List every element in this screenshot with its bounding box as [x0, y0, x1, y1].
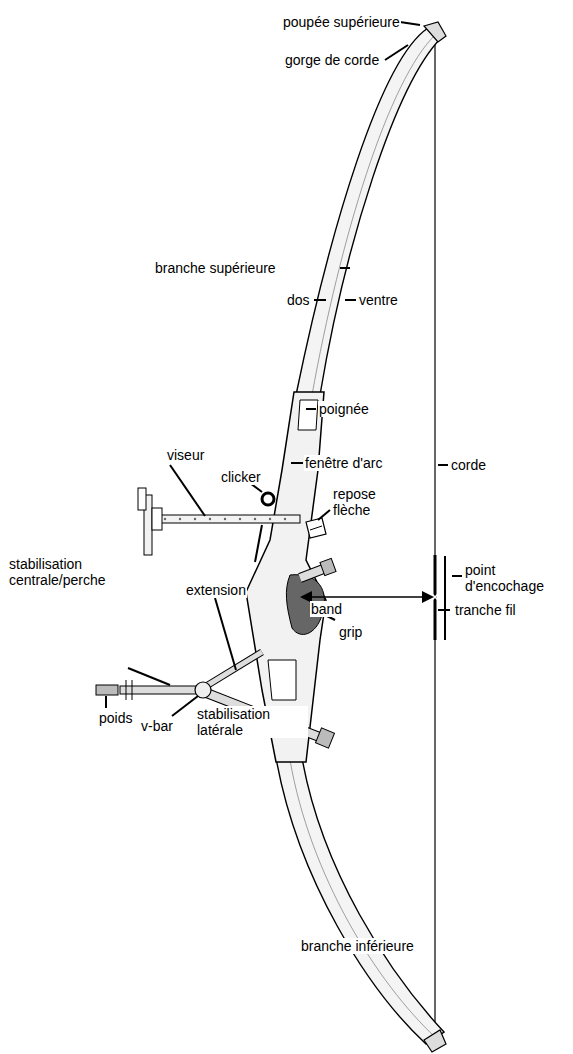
lower-tip — [424, 1030, 446, 1052]
part-label: poignée — [318, 401, 370, 417]
part-label: tranche fil — [454, 602, 517, 618]
part-label: ventre — [358, 292, 399, 308]
arrow-rest — [306, 518, 326, 538]
part-label: viseur — [166, 447, 205, 463]
part-label: clicker — [220, 469, 262, 485]
part-label: v-bar — [140, 718, 174, 734]
upper-tip — [424, 22, 446, 42]
part-label: poids — [98, 710, 133, 726]
part-label: fenêtre d'arc — [304, 455, 383, 471]
part-label: stabilisation centrale/perche — [8, 556, 160, 588]
part-label: gorge de corde — [284, 52, 380, 68]
clicker — [262, 493, 274, 505]
weight — [96, 685, 118, 695]
bow-string — [434, 38, 435, 1032]
part-label: repose flèche — [332, 486, 392, 518]
part-label: band — [310, 601, 343, 617]
lower-limb — [276, 758, 444, 1044]
part-label: branche inférieure — [300, 938, 415, 954]
part-label: stabilisation latérale — [196, 706, 308, 738]
part-label: branche supérieure — [154, 260, 277, 276]
part-label: poupée supérieure — [282, 14, 401, 30]
part-label: grip — [338, 624, 363, 640]
part-label: corde — [450, 457, 487, 473]
part-label: dos — [286, 292, 311, 308]
part-label: point d'encochage — [464, 562, 566, 594]
upper-limb — [296, 28, 441, 395]
sight-bar — [150, 515, 300, 523]
part-label: extension — [185, 582, 247, 598]
brace-height-arrow — [302, 596, 432, 598]
